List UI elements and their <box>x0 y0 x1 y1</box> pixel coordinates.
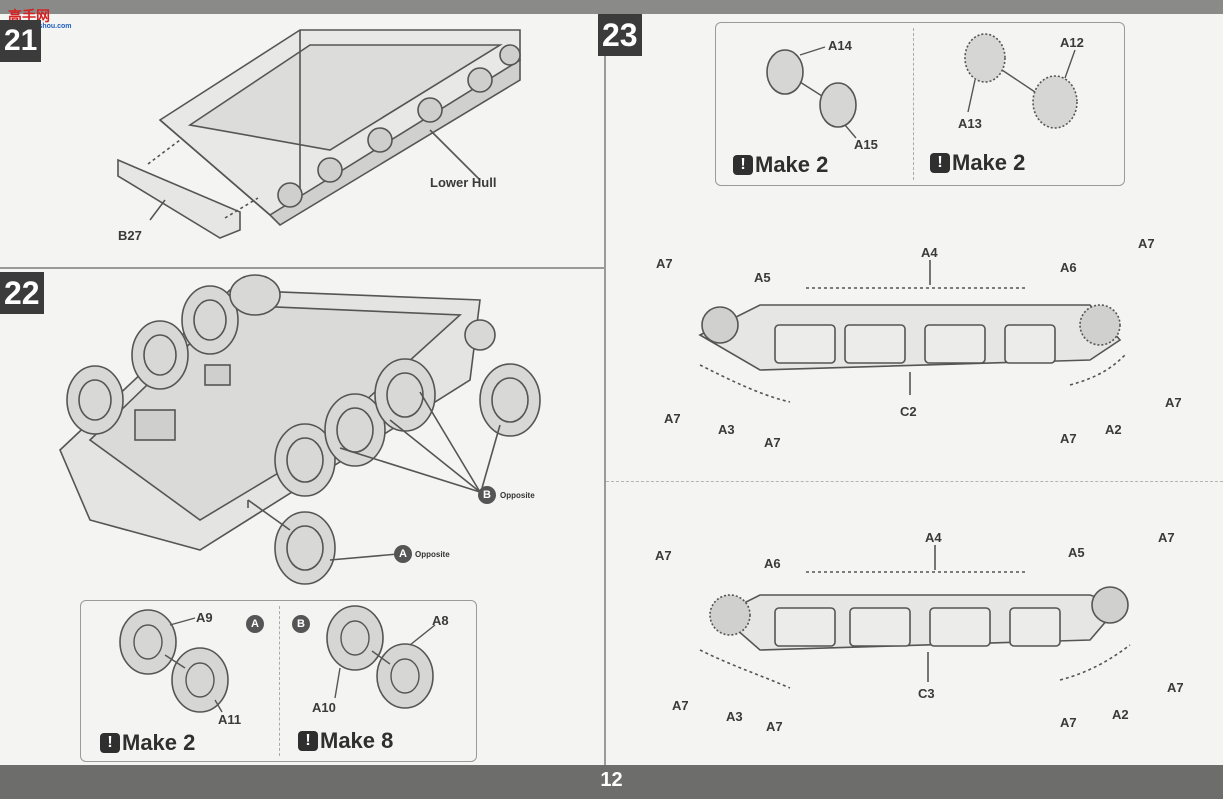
a13-label: A13 <box>958 116 982 131</box>
top-bar <box>0 0 1223 14</box>
make-8-text: Make 8 <box>320 728 394 753</box>
bottom-a5-label: A5 <box>1068 545 1085 560</box>
warning-icon: ! <box>930 153 950 173</box>
a15-label: A15 <box>854 137 878 152</box>
step-22-number: 22 <box>0 272 44 314</box>
marker-b-opposite: B <box>478 486 496 504</box>
top-a5-label: A5 <box>754 270 771 285</box>
a8-label: A8 <box>432 613 449 628</box>
step-23-number: 23 <box>598 14 642 56</box>
top-a3-label: A3 <box>718 422 735 437</box>
a9-label: A9 <box>196 610 213 625</box>
top-a7-label-5: A7 <box>1165 395 1182 410</box>
opposite-label-a: Opposite <box>415 550 450 559</box>
bottom-a4-label: A4 <box>925 530 942 545</box>
wheel-box-divider <box>279 606 280 756</box>
top-a7-label-3: A7 <box>664 411 681 426</box>
bottom-a7-label-2: A7 <box>1158 530 1175 545</box>
top-a6-label: A6 <box>1060 260 1077 275</box>
make-2-text: Make 2 <box>952 150 1026 175</box>
top-a7-label-1: A7 <box>656 256 673 271</box>
a14-label: A14 <box>828 38 852 53</box>
road-wheels-illustration <box>59 274 541 585</box>
sprocket-parts-illustration <box>766 33 1078 139</box>
c2-label: C2 <box>900 404 917 419</box>
sprocket-box-divider <box>913 28 914 180</box>
step-divider-left <box>0 267 604 269</box>
page-footer: 12 <box>0 765 1223 799</box>
a11-label: A11 <box>218 712 242 727</box>
b27-label: B27 <box>118 228 142 243</box>
make-2-note-left: ! Make 2 <box>733 152 828 178</box>
step-21-number: 21 <box>0 20 42 62</box>
make-2-text: Make 2 <box>122 730 196 755</box>
opposite-label-b: Opposite <box>500 491 535 500</box>
lower-hull-illustration <box>117 29 521 239</box>
top-a4-label: A4 <box>921 245 938 260</box>
bottom-a7-label-6: A7 <box>1060 715 1077 730</box>
bottom-a7-label-1: A7 <box>655 548 672 563</box>
step-divider-right <box>606 481 1223 482</box>
top-a7-label-2: A7 <box>1138 236 1155 251</box>
bottom-a3-label: A3 <box>726 709 743 724</box>
bottom-a7-label-5: A7 <box>1167 680 1184 695</box>
bottom-a7-label-4: A7 <box>766 719 783 734</box>
page-number: 12 <box>600 769 623 791</box>
make-8-note-b: ! Make 8 <box>298 728 393 754</box>
top-a7-label-4: A7 <box>764 435 781 450</box>
make-2-note-right: ! Make 2 <box>930 150 1025 176</box>
a10-label: A10 <box>312 700 336 715</box>
marker-b: B <box>292 615 310 633</box>
wheel-parts-illustration <box>119 605 436 713</box>
marker-a: A <box>246 615 264 633</box>
warning-icon: ! <box>733 155 753 175</box>
marker-a-opposite: A <box>394 545 412 563</box>
a12-label: A12 <box>1060 35 1084 50</box>
vertical-divider <box>604 14 606 765</box>
warning-icon: ! <box>298 731 318 751</box>
warning-icon: ! <box>100 733 120 753</box>
make-2-text: Make 2 <box>755 152 829 177</box>
lower-hull-label: Lower Hull <box>430 175 497 190</box>
bottom-a2-label: A2 <box>1112 707 1129 722</box>
bottom-a7-label-3: A7 <box>672 698 689 713</box>
top-a2-label: A2 <box>1105 422 1122 437</box>
bottom-a6-label: A6 <box>764 556 781 571</box>
c3-label: C3 <box>918 686 935 701</box>
top-a7-label-6: A7 <box>1060 431 1077 446</box>
make-2-note-a: ! Make 2 <box>100 730 195 756</box>
